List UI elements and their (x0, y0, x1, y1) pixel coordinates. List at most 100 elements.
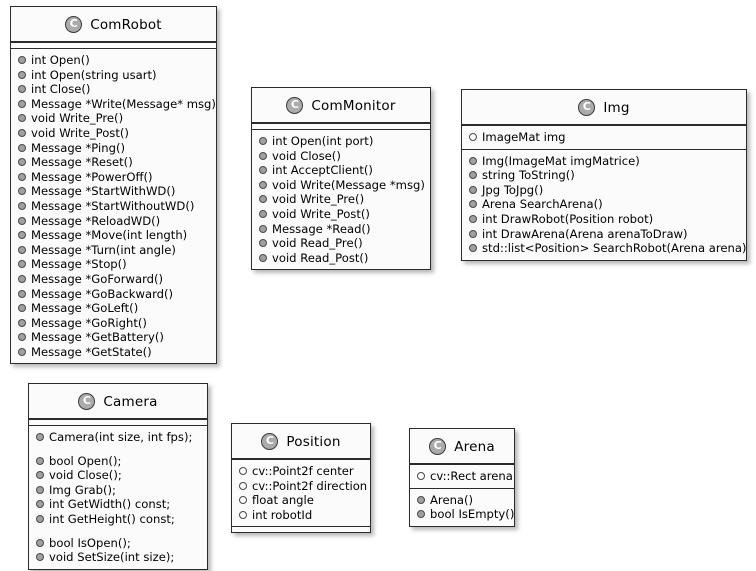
member-spacer (29, 527, 207, 536)
visibility-method-icon (469, 171, 477, 180)
visibility-method-icon (36, 433, 44, 441)
visibility-method-icon (18, 260, 26, 269)
visibility-method-icon (18, 172, 26, 181)
attribute-row: int robotId (232, 508, 370, 523)
method-row: Message *Stop() (11, 257, 216, 272)
method-row: Message *GoBackward() (11, 287, 216, 302)
visibility-method-icon (259, 151, 267, 160)
method-label: string ToString() (482, 168, 575, 183)
visibility-method-icon (259, 209, 267, 218)
methods-compartment-comrobot: int Open()int Open(string usart)int Clos… (11, 48, 216, 364)
methods-compartment-position (232, 526, 370, 533)
method-row: void SetSize(int size); (29, 550, 207, 565)
visibility-method-icon (469, 200, 477, 209)
method-row: void Write_Post() (11, 126, 216, 141)
method-label: Message *Write(Message* msg) (31, 96, 216, 111)
attribute-label: float angle (252, 493, 314, 508)
attributes-compartment-img: ImageMat img (462, 125, 746, 149)
methods-compartment-arena: Arena()bool IsEmpty() (410, 487, 514, 526)
method-row: void Write_Pre() (252, 192, 430, 207)
class-name-label: Position (286, 434, 341, 450)
visibility-method-icon (469, 185, 477, 194)
visibility-method-icon (36, 456, 44, 465)
method-label: Message *Move(int length) (31, 228, 188, 243)
method-row: std::list<Position> SearchRobot(Arena ar… (462, 241, 746, 256)
method-row: Message *Ping() (11, 141, 216, 156)
method-label: int AcceptClient() (272, 163, 373, 178)
visibility-method-icon (18, 85, 26, 94)
class-header-arena: C Arena (410, 429, 514, 464)
class-box-arena[interactable]: C Arena cv::Rect arena Arena()bool IsEmpt… (409, 428, 515, 527)
method-row: int Open(int port) (252, 134, 430, 149)
class-stereotype-icon: C (65, 16, 83, 33)
visibility-method-icon (36, 471, 44, 480)
visibility-method-icon (36, 553, 44, 562)
method-label: Arena SearchArena() (482, 197, 603, 212)
class-box-commonitor[interactable]: C ComMonitor int Open(int port)void Close… (251, 87, 431, 271)
method-row: Message *GoRight() (11, 316, 216, 331)
visibility-method-icon (18, 216, 26, 225)
method-label: int Open(int port) (272, 134, 374, 148)
visibility-method-icon (259, 224, 267, 233)
class-name-label: ComMonitor (311, 98, 396, 114)
attributes-compartment-commonitor (252, 123, 430, 129)
visibility-method-icon (18, 158, 26, 167)
visibility-method-icon (259, 253, 267, 262)
method-row: Message *Reset() (11, 155, 216, 170)
method-label: std::list<Position> SearchRobot(Arena ar… (482, 241, 747, 256)
visibility-field-icon (239, 481, 247, 490)
method-row: bool IsEmpty() (410, 507, 514, 522)
visibility-method-icon (259, 195, 267, 204)
method-row: int Open() (11, 53, 216, 68)
method-row: Arena() (410, 493, 514, 508)
visibility-method-icon (36, 485, 44, 494)
method-label: Message *PowerOff() (31, 169, 153, 184)
method-row: Img(ImageMat imgMatrice) (462, 154, 746, 169)
method-row: void Read_Post() (252, 251, 430, 266)
method-label: void SetSize(int size); (49, 550, 175, 565)
method-label: void Write_Post() (31, 125, 129, 140)
visibility-method-icon (259, 239, 267, 248)
methods-compartment-commonitor: int Open(int port)void Close()int Accept… (252, 129, 430, 270)
visibility-field-icon (417, 472, 425, 480)
attribute-row: cv::Rect arena (410, 469, 514, 484)
method-row: Message *Read() (252, 222, 430, 237)
method-row: Img Grab(); (29, 483, 207, 498)
method-label: void Close() (272, 148, 341, 163)
method-label: Message *GetState() (31, 344, 152, 359)
visibility-method-icon (18, 70, 26, 79)
method-label: Message *Ping() (31, 140, 126, 155)
visibility-method-icon (18, 114, 26, 123)
class-name-label: Arena (454, 439, 495, 455)
class-stereotype-icon: C (429, 438, 447, 455)
method-label: Message *ReloadWD() (31, 213, 161, 228)
method-row: string ToString() (462, 168, 746, 183)
method-label: Message *GoRight() (31, 315, 147, 330)
method-row: int GetHeight() const; (29, 512, 207, 527)
method-label: Img(ImageMat imgMatrice) (482, 153, 640, 168)
visibility-method-icon (417, 510, 425, 519)
visibility-method-icon (18, 201, 26, 210)
method-row: int DrawArena(Arena arenaToDraw) (462, 227, 746, 242)
method-label: int DrawArena(Arena arenaToDraw) (482, 226, 688, 241)
method-row: void Write_Post() (252, 207, 430, 222)
method-label: bool IsOpen(); (49, 535, 131, 550)
method-row: int GetWidth() const; (29, 497, 207, 512)
method-label: int GetHeight() const; (49, 511, 175, 526)
method-label: Arena() (430, 492, 474, 507)
class-stereotype-icon: C (286, 97, 304, 114)
method-label: void Write_Pre() (31, 111, 124, 126)
visibility-method-icon (18, 318, 26, 327)
visibility-field-icon (469, 133, 477, 141)
visibility-method-icon (259, 137, 267, 145)
visibility-method-icon (259, 180, 267, 189)
method-row: void Read_Pre() (252, 236, 430, 251)
visibility-method-icon (18, 128, 26, 137)
